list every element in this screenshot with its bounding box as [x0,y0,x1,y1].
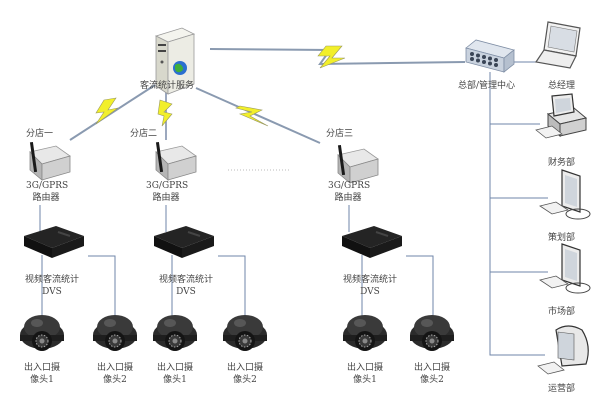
dome-camera-icon [409,314,455,352]
camera-label-line1: 出入口摄 [96,363,133,373]
dvs-label-line1: 视频客流统计 [24,275,79,285]
router-icon [29,141,71,181]
desktop-pc-icon [535,93,588,139]
router-label-line2: 路由器 [334,193,362,203]
camera-label-line1: 出入口摄 [156,363,193,373]
camera-label: 出入口摄 像头2 [93,362,137,386]
crt-monitor-icon [537,325,589,375]
lcd-monitor-icon [539,243,591,294]
camera-label-line2: 像头2 [420,375,444,385]
router-label-line1: 3G/GPRS [328,181,371,191]
router-label-line2: 路由器 [152,193,180,203]
camera-label-line2: 像头1 [353,375,377,385]
camera-label-line1: 出入口摄 [226,363,263,373]
camera-label: 出入口摄 像头1 [153,362,197,386]
router-icon [337,144,379,184]
wires-dvs-cameras [41,255,434,318]
dvs-label-line2: DVS [176,287,196,297]
dome-camera-icon [152,314,198,352]
server-icon [154,27,196,95]
router-label-line2: 路由器 [32,193,60,203]
branch-3-label: 分店三 [326,129,354,139]
wires-hq-departments [489,61,548,356]
dvs-label-line2: DVS [360,287,380,297]
dvs-1-label: 视频客流统计 DVS [20,274,84,298]
laptop-icon [534,21,581,69]
switch-icon [465,39,515,73]
camera-label-line2: 像头2 [233,375,257,385]
router-icon [155,141,197,181]
department-label: 财务部 [548,158,576,168]
router-2-label: 3G/GPRS 路由器 [146,180,189,204]
lcd-monitor-icon [539,169,591,220]
wireless-link-server-branch2 [157,88,173,140]
dvs-icon [153,225,215,259]
wireless-link-server-hq [209,45,466,69]
department-label: 总经理 [548,81,576,91]
camera-label: 出入口摄 像头2 [410,362,454,386]
dvs-icon [341,225,403,259]
router-3-label: 3G/GPRS 路由器 [328,180,371,204]
camera-label-line2: 像头1 [163,375,187,385]
department-label: 策划部 [548,233,576,243]
camera-label: 出入口摄 像头1 [343,362,387,386]
department-label: 运营部 [548,384,576,394]
wireless-link-server-branch1 [69,84,156,141]
camera-label-line1: 出入口摄 [346,363,383,373]
router-1-label: 3G/GPRS 路由器 [26,180,69,204]
dome-camera-icon [342,314,388,352]
camera-label: 出入口摄 像头2 [223,362,267,386]
dvs-label-line2: DVS [42,287,62,297]
router-label-line1: 3G/GPRS [26,181,69,191]
dvs-label-line1: 视频客流统计 [158,275,213,285]
department-label: 市场部 [548,307,576,317]
camera-label: 出入口摄 像头1 [20,362,64,386]
hq-label: 总部/管理中心 [458,81,516,91]
dome-camera-icon [222,314,268,352]
dome-camera-icon [92,314,138,352]
branch-1-label: 分店一 [26,129,54,139]
dvs-label-line1: 视频客流统计 [342,275,397,285]
dvs-3-label: 视频客流统计 DVS [338,274,402,298]
camera-label-line2: 像头2 [103,375,127,385]
camera-label-line1: 出入口摄 [413,363,450,373]
dvs-2-label: 视频客流统计 DVS [154,274,218,298]
camera-label-line1: 出入口摄 [23,363,60,373]
wireless-link-server-branch3 [195,87,321,144]
branch-2-label: 分店二 [130,129,158,139]
dome-camera-icon [19,314,65,352]
router-label-line1: 3G/GPRS [146,181,189,191]
camera-label-line2: 像头1 [30,375,54,385]
server-label: 客流统计服务 [140,81,195,91]
dvs-icon [23,225,85,259]
